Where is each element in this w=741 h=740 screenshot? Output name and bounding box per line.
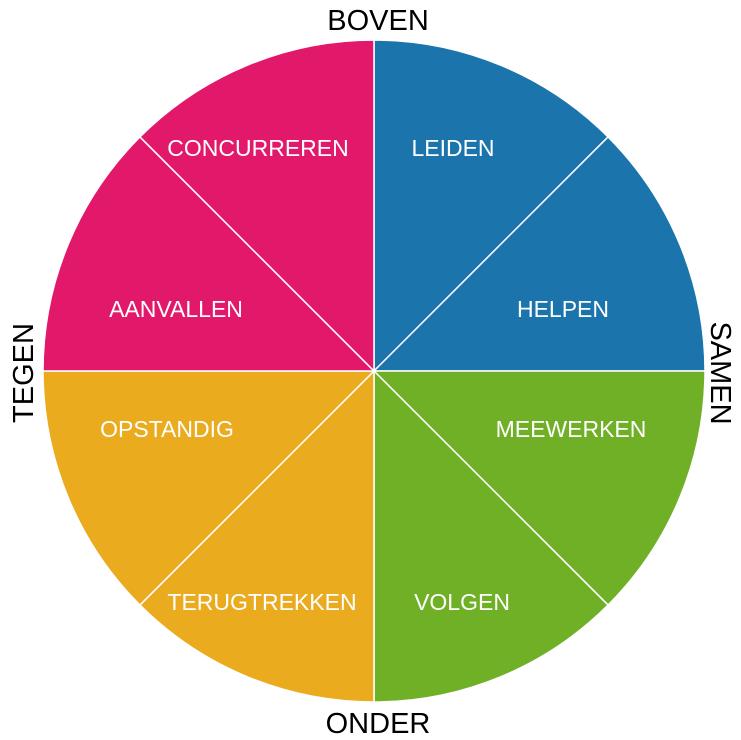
axis-label-top: BOVEN [327, 5, 429, 37]
wheel-segment-meewerken [372, 370, 706, 607]
segment-label-terugtrekken: TERUGTREKKEN [167, 589, 356, 615]
segment-label-opstandig: OPSTANDIG [100, 416, 234, 442]
segment-label-concurreren: CONCURREREN [167, 135, 348, 161]
axis-label-right: SAMEN [704, 321, 736, 424]
segment-label-volgen: VOLGEN [414, 589, 510, 615]
wheel-segment-volgen [373, 369, 610, 703]
wheel-segment-concurreren [138, 39, 375, 373]
wheel-segment-aanvallen [42, 135, 376, 372]
axis-label-bottom: ONDER [326, 708, 431, 740]
wheel-segments [42, 39, 706, 703]
segment-label-helpen: HELPEN [517, 296, 609, 322]
wheel-segment-helpen [372, 135, 706, 372]
axis-label-left: TEGEN [8, 323, 40, 423]
wheel-segment-leiden [373, 39, 610, 373]
wheel-segment-opstandig [42, 370, 376, 607]
segment-label-leiden: LEIDEN [411, 135, 494, 161]
wheel-segment-terugtrekken [138, 369, 375, 703]
segment-label-meewerken: MEEWERKEN [496, 416, 647, 442]
wheel-segment-labels: LEIDEN HELPEN MEEWERKEN VOLGEN TERUGTREKKEN O… [100, 135, 646, 615]
segment-label-aanvallen: AANVALLEN [109, 296, 243, 322]
